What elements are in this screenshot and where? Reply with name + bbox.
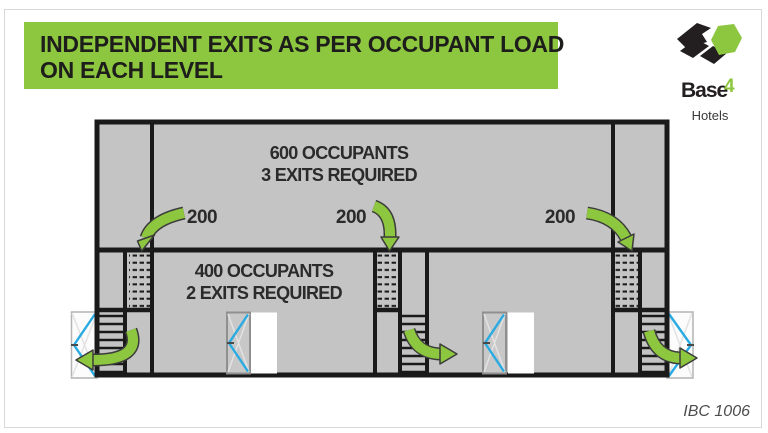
banner-background (24, 22, 558, 89)
logo-subtitle: Hotels (692, 108, 729, 123)
exit-arrow-lower-middle-icon (402, 327, 458, 365)
door-x-lines (667, 312, 693, 378)
load-arrow-upper-middle-icon (371, 199, 400, 252)
banner-title-line1: INDEPENDENT EXITS AS PER OCCUPANT LOAD (40, 31, 564, 57)
exit-arrow-lower-right-icon (642, 329, 698, 369)
logo-number: 4 (724, 76, 735, 97)
banner-title-line2: ON EACH LEVEL (40, 57, 223, 83)
logo-diamond-black-left-icon (680, 39, 709, 58)
exit-arrow-lower-left-icon (75, 327, 140, 371)
code-reference: IBC 1006 (683, 403, 750, 420)
lower-level-label: 400 OCCUPANTS 2 EXITS REQUIRED (186, 261, 343, 303)
interior-door-2 (482, 311, 534, 375)
door-x-lines (483, 313, 506, 373)
header-banner: INDEPENDENT EXITS AS PER OCCUPANT LOAD O… (24, 22, 564, 89)
stair-shaft-upper-right (615, 252, 638, 309)
upper-level-label-line1: 600 OCCUPANTS (270, 143, 409, 163)
stair-shaft-upper-middle (377, 252, 398, 309)
logo-hexagon-green-icon (711, 24, 742, 55)
upper-level-label-line2: 3 EXITS REQUIRED (261, 165, 418, 185)
lower-level-label-line1: 400 OCCUPANTS (195, 261, 334, 281)
exit-load-label-right: 200 (545, 207, 575, 228)
upper-level-label: 600 OCCUPANTS 3 EXITS REQUIRED (261, 143, 418, 185)
building-section: 600 OCCUPANTS 3 EXITS REQUIRED 400 OCCUP… (70, 119, 698, 379)
interior-walls-vertical (123, 122, 642, 375)
door-opening (251, 312, 277, 374)
door-opening (508, 312, 534, 374)
exit-load-label-left: 200 (187, 207, 217, 228)
slide-border (4, 9, 762, 428)
logo-diamond-black-top-icon (677, 23, 711, 48)
base4-logo: Base 4 Hotels (677, 23, 742, 123)
load-arrow-upper-left-icon (136, 206, 186, 252)
lower-level-label-line2: 2 EXITS REQUIRED (186, 283, 343, 303)
logo-wordmark: Base (681, 79, 728, 102)
load-arrow-upper-right-icon (585, 206, 635, 252)
door-x-lines (227, 313, 250, 373)
interior-door-1 (226, 311, 277, 375)
stair-shaft-upper-left (129, 252, 150, 309)
exit-load-label-middle: 200 (336, 207, 366, 228)
